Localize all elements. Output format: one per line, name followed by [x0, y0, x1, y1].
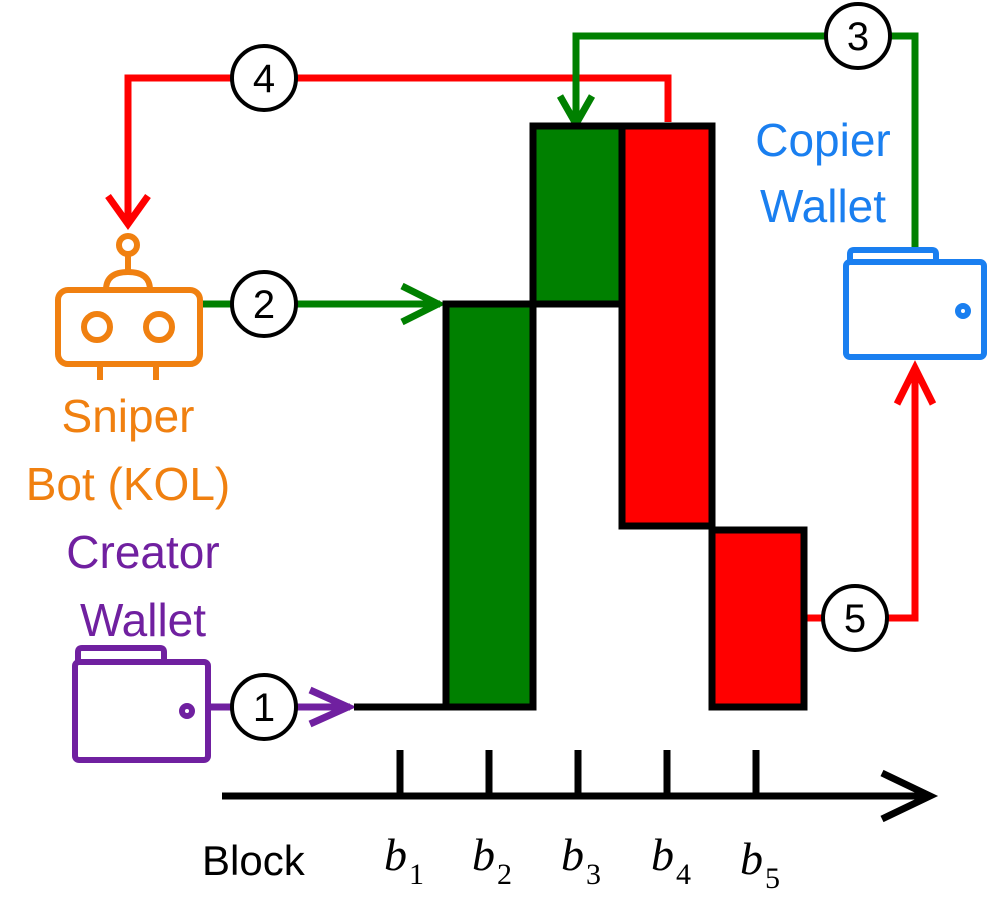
axis-label: Block: [202, 837, 306, 884]
copier-label-line1: Copier: [755, 114, 891, 166]
arrow-step-5: [804, 360, 937, 622]
candle-b4: [618, 122, 716, 530]
step-3-marker: 3: [824, 2, 892, 70]
sniper-label-line2: Bot (KOL): [26, 458, 231, 510]
creator-label-line1: Creator: [66, 526, 219, 578]
svg-text:b3: b3: [561, 829, 601, 891]
svg-text:b5: b5: [740, 833, 780, 895]
copier-wallet-icon: [843, 247, 987, 360]
step-1-label: 1: [253, 686, 275, 730]
step-2-marker: 2: [230, 270, 298, 338]
step-4-label: 4: [253, 57, 275, 101]
svg-text:b4: b4: [651, 829, 691, 891]
step-1-marker: 1: [230, 673, 298, 741]
creator-wallet-icon: [72, 645, 211, 763]
candle-b5: [708, 526, 808, 711]
block-axis: [222, 750, 939, 823]
copier-label-line2: Wallet: [760, 180, 886, 232]
tick-labels: b1 b2 b3 b4 b5: [384, 829, 780, 895]
candles: [354, 122, 808, 711]
candle-b2: [442, 300, 537, 711]
creator-label-line2: Wallet: [80, 594, 206, 646]
step-2-label: 2: [253, 283, 275, 327]
sniper-label-line1: Sniper: [62, 390, 195, 442]
arrow-step-4: [105, 74, 672, 231]
step-4-marker: 4: [230, 44, 298, 112]
svg-text:b2: b2: [472, 829, 512, 891]
step-3-label: 3: [847, 15, 869, 59]
robot-icon: [55, 233, 203, 380]
svg-text:b1: b1: [384, 829, 424, 891]
candle-b3: [529, 122, 626, 308]
step-5-marker: 5: [821, 584, 889, 652]
step-5-label: 5: [844, 597, 866, 641]
